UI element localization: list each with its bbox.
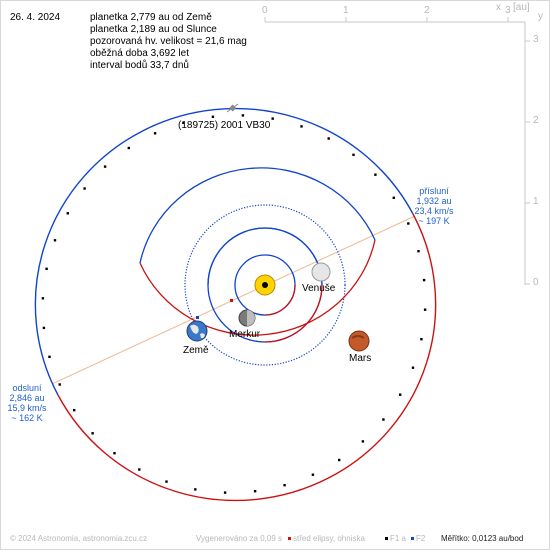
orbit-marker (41, 297, 45, 300)
perihelion-distance: 1,932 au (416, 196, 452, 206)
aphelion-info: odsluní 2,846 au 15,9 km/s ~ 162 K (2, 383, 52, 423)
x-axis-label: x (496, 2, 501, 13)
earth-label: Země (183, 345, 209, 356)
perihelion-info: přísluní 1,932 au 23,4 km/s ~ 197 K (404, 186, 464, 226)
aphelion-temperature: ~ 162 K (11, 413, 43, 423)
orbit-marker (407, 222, 410, 225)
orbit-marker (422, 278, 426, 282)
aphelion-speed: 15,9 km/s (7, 403, 47, 413)
orbit-marker (283, 484, 286, 487)
orbit-markers (41, 114, 427, 494)
ellipse-center-marker (230, 299, 233, 302)
orbit-marker (411, 366, 415, 369)
footer-copyright[interactable]: © 2024 Astronomia, astronomia.zcu.cz (10, 534, 148, 543)
orbit-marker (392, 196, 395, 199)
y-tick-3: 3 (533, 34, 539, 45)
footer-generated: Vygenerováno za 0,09 s (196, 534, 282, 543)
axes (264, 17, 530, 285)
asteroid-marker (226, 103, 239, 113)
apsis-line (51, 215, 416, 385)
x-tick-3: 3 (505, 5, 511, 16)
x-tick-2: 2 (424, 5, 430, 16)
mars-label: Mars (349, 353, 372, 364)
orbit-marker (42, 326, 46, 330)
orbit-marker (382, 418, 385, 421)
orbit-marker (53, 239, 57, 242)
orbit-marker (211, 115, 215, 118)
orbit-marker (48, 355, 51, 358)
x-tick-0: 0 (262, 5, 268, 16)
orbit-marker (194, 488, 197, 491)
info-earth-distance: planetka 2,779 au od Země (90, 12, 212, 23)
footer-scale: Měřítko: 0,0123 au/bod (441, 534, 524, 543)
asteroid-name: (189725) 2001 VB30 (178, 120, 271, 131)
orbit-marker (113, 452, 116, 455)
aphelion-title: odsluní (12, 383, 42, 393)
y-tick-1: 1 (533, 196, 539, 207)
orbit-marker (127, 146, 130, 150)
earth-orbit (184, 204, 346, 366)
info-interval: interval bodů 33,7 dnů (90, 60, 189, 71)
legend-f2-label: F2 (416, 534, 426, 543)
orbit-marker (327, 137, 330, 140)
orbit-marker (361, 440, 365, 443)
orbit-marker (153, 132, 157, 135)
mars-orbit-above (139, 167, 376, 264)
orbit-marker (420, 338, 423, 341)
orbit-marker (423, 308, 427, 311)
mars-planet (348, 330, 370, 352)
sun (254, 274, 276, 296)
date-label: 26. 4. 2024 (10, 12, 61, 23)
legend-f1-dot (385, 537, 388, 540)
orbit-marker (417, 250, 420, 253)
orbit-marker (73, 409, 76, 412)
mars-orbit-below (139, 239, 376, 336)
orbit-marker (66, 212, 69, 215)
orbit-marker (300, 125, 303, 128)
orbit-marker (138, 468, 141, 471)
info-period: oběžná doba 3,692 let (90, 48, 189, 59)
orbit-marker (338, 458, 341, 462)
y-tick-0: 0 (533, 277, 539, 288)
legend-f2-dot (411, 537, 414, 540)
venus-planet (311, 262, 331, 282)
mercury-label: Merkur (229, 329, 261, 340)
orbit-marker (253, 490, 257, 493)
orbit-marker (91, 432, 94, 435)
orbit-marker (271, 117, 274, 120)
orbit-marker (399, 393, 402, 396)
info-sun-distance: planetka 2,189 au od Slunce (90, 24, 217, 35)
info-magnitude: pozorovaná hv. velikost = 21,6 mag (90, 36, 247, 47)
mercury-planet (238, 309, 256, 327)
orbit-marker (311, 473, 315, 476)
orbit-marker (83, 187, 86, 190)
perihelion-temperature: ~ 197 K (418, 216, 450, 226)
orbit-marker (374, 173, 377, 176)
legend-f1-label: F1 a (390, 534, 407, 543)
venus-orbit-south (264, 284, 323, 343)
orbit-marker (58, 383, 61, 386)
mercury-orbit-south (264, 284, 296, 316)
orbit-marker (182, 121, 185, 124)
earth-planet (186, 316, 208, 342)
y-axis-label: y (538, 11, 543, 22)
orbit-marker (241, 114, 245, 117)
axis-unit-label: [au] (513, 2, 530, 13)
orbit-marker (165, 480, 168, 483)
legend-center-label: střed elipsy, ohniska (293, 534, 365, 543)
y-tick-2: 2 (533, 115, 539, 126)
asteroid-orbit-north (34, 107, 414, 396)
perihelion-title: přísluní (419, 186, 449, 196)
legend-center-dot (288, 537, 291, 540)
orbit-marker (45, 267, 48, 270)
venus-label: Venuše (302, 283, 336, 294)
aphelion-distance: 2,846 au (9, 393, 45, 403)
orbit-marker (352, 153, 355, 156)
orbit-marker (103, 165, 107, 168)
x-tick-1: 1 (343, 5, 349, 16)
orbit-marker (223, 491, 227, 494)
perihelion-speed: 23,4 km/s (414, 206, 454, 216)
asteroid-orbit-south (57, 213, 437, 502)
